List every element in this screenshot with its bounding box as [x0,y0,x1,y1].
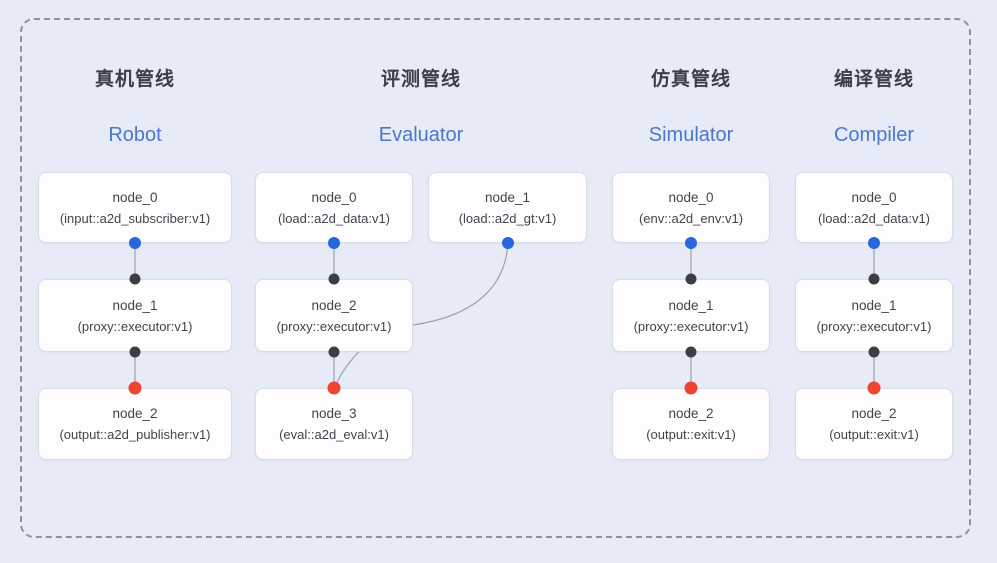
input-port-dot-red [867,381,881,395]
output-port-dot-blue [328,237,340,249]
pipeline-title-zh: 评测管线 [380,69,461,90]
output-port-dot-blue [502,237,514,249]
node-impl: (output::exit:v1) [829,427,919,442]
input-port-dot-dark [868,273,880,285]
node-box-evaluator-node1: node_1 (load::a2d_gt:v1) [428,172,587,243]
header-simulator-en: Simulator [648,124,734,146]
node-name: node_1 [851,297,897,313]
header-compiler-en: Compiler [833,124,915,146]
node-box-robot-node1: node_1 (proxy::executor:v1) [38,279,232,352]
node-name: node_3 [311,406,357,421]
node-impl: (load::a2d_data:v1) [817,210,931,226]
output-port-dot-blue [685,237,697,249]
node-name: node_1 [668,297,714,313]
node-impl: (output::a2d_publisher:v1) [59,427,211,442]
node-impl: (proxy::executor:v1) [276,318,392,334]
node-box-compiler-node2: node_2 (output::exit:v1) [795,388,953,460]
output-port-dot-dark [328,346,340,358]
node-name: node_2 [112,406,158,421]
node-box-evaluator-node3: node_3 (eval::a2d_eval:v1) [255,388,413,460]
edge-gt-to-eval [333,242,509,389]
node-box-simulator-node2: node_2 (output::exit:v1) [612,388,770,460]
input-port-dot-dark [685,273,697,285]
node-box-evaluator-node0: node_0 (load::a2d_data:v1) [255,172,413,243]
input-port-dot-red [684,381,698,395]
node-box-simulator-node1: node_1 (proxy::executor:v1) [612,279,770,352]
node-impl: (eval::a2d_eval:v1) [279,427,389,442]
node-name: node_2 [311,297,357,313]
node-box-simulator-node0: node_0 (env::a2d_env:v1) [612,172,770,243]
header-evaluator-en: Evaluator [378,124,464,146]
node-box-compiler-node1: node_1 (proxy::executor:v1) [795,279,953,352]
node-box-evaluator-node2: node_2 (proxy::executor:v1) [255,279,413,352]
node-impl: (proxy::executor:v1) [816,318,932,334]
node-impl: (proxy::executor:v1) [77,318,193,334]
node-box-robot-node2: node_2 (output::a2d_publisher:v1) [38,388,232,460]
dashed-frame [20,18,971,538]
pipeline-title-zh: 仿真管线 [650,69,731,90]
input-port-dot-dark [129,273,141,285]
node-impl: (input::a2d_subscriber:v1) [59,210,211,226]
node-box-compiler-node0: node_0 (load::a2d_data:v1) [795,172,953,243]
output-port-dot-dark [685,346,697,358]
output-port-dot-dark [868,346,880,358]
node-impl: (load::a2d_data:v1) [277,210,391,226]
output-port-dot-blue [868,237,880,249]
node-name: node_0 [112,189,158,205]
node-impl: (output::exit:v1) [646,427,736,442]
node-name: node_1 [112,297,158,313]
header-robot-zh: 真机管线 [35,64,235,91]
node-name: node_0 [668,189,714,205]
node-impl: (load::a2d_gt:v1) [458,210,557,226]
output-port-dot-blue [129,237,141,249]
node-impl: (env::a2d_env:v1) [638,210,744,226]
node-box-robot-node0: node_0 (input::a2d_subscriber:v1) [38,172,232,243]
input-port-dot-dark [328,273,340,285]
node-impl: (proxy::executor:v1) [633,318,749,334]
input-port-dot-red [327,381,341,395]
header-evaluator-zh: 评测管线 [321,64,521,91]
node-name: node_1 [484,189,531,205]
pipeline-title-zh: 真机管线 [94,69,175,90]
node-name: node_0 [851,189,897,205]
node-name: node_2 [668,406,714,421]
node-name: node_2 [851,406,897,421]
header-simulator-zh: 仿真管线 [591,64,791,91]
header-compiler-zh: 编译管线 [774,64,974,91]
input-port-dot-red [128,381,142,395]
output-port-dot-dark [129,346,141,358]
pipeline-title-zh: 编译管线 [833,69,914,90]
node-name: node_0 [311,189,357,205]
header-robot-en: Robot [108,124,162,146]
